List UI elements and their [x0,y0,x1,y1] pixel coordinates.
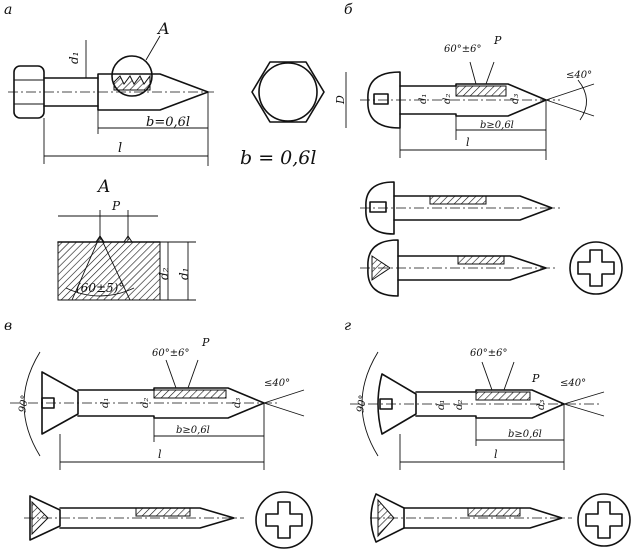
point-angle-label: ≤40° [264,378,290,389]
point-angle-lines [545,79,595,121]
l-dim-label: l [158,448,162,461]
thread-section [475,391,531,401]
cross-recess-icon [585,501,623,539]
chamfer-circle [258,62,318,122]
panel-v: в 90° 60°±6° P ≤40° d₁ d₂ d₃ b≥0,6l l [4,318,313,549]
hex-screw-side-view: A d₁ b=0,6l l [8,19,214,166]
pitch-label: P [493,34,502,47]
panel-a-label: а [4,2,12,18]
cross-recess-end-view [255,491,313,549]
round-head-screw-side: 60°±6° P ≤40° D d₁ d₂ d₃ b≥0,6l l [334,34,595,160]
d1-label: d₁ [418,94,429,104]
l-dim-label: l [466,136,470,149]
round-head-screw-variant [360,181,560,235]
d3-label: d₃ [232,398,243,408]
thread-section [113,74,151,91]
panel-b: б 60°±6° P ≤40° D d₁ d₂ d₃ b≥0,6l l [334,2,623,297]
leader-a [145,35,161,61]
thread-section [457,255,505,265]
hexagon [251,61,325,123]
thread-section [153,389,227,399]
slot [373,93,389,105]
thread-angle-label: 60°±6° [470,348,507,359]
d1-label: d₁ [67,52,81,65]
d3-label: d₃ [510,94,521,104]
pitch-label: P [531,372,540,385]
head-angle-label: 90° [17,394,31,413]
head-angle-label: 90° [355,394,369,413]
countersunk-head [29,495,61,541]
d1-label: d₁ [436,400,447,410]
raised-countersunk-screw-side: 90° 60°±6° P ≤40° d₁ d₂ d₃ b≥0,6l l [350,348,605,470]
panel-b-label: б [344,2,353,18]
thread-flanks [71,235,131,301]
countersunk-head [41,371,79,435]
countersunk-cross-recess-screw [24,491,313,549]
panel-g-label: г [344,318,351,334]
formula-b: b = 0,6l [240,147,316,169]
l-dim-label: l [494,448,498,461]
D-label: D [334,95,347,105]
thread-section [467,507,521,517]
b-dim-label: b≥0,6l [176,425,210,436]
point-angle-lines [263,389,305,417]
detail-title: A [96,177,110,197]
thread-angle-label: 60°±6° [152,348,189,359]
cross-recess-end-view [577,493,631,547]
slot [369,201,387,213]
raised-countersunk-cross-recess-screw [370,493,631,547]
pitch-label: P [111,199,121,213]
thread-angle-lines [481,361,515,391]
thread-section [135,507,191,517]
thread-section [455,85,507,97]
cross-recess-icon [577,249,615,287]
d1-label: d₁ [100,398,111,408]
panel-a: а A d₁ b=0,6l l [4,2,325,301]
hex-head-end-view [251,61,325,123]
panel-g: г 90° 60°±6° P ≤40° d₁ d₂ d₃ b≥0,6l l [344,318,631,547]
l-dim-label: l [118,141,122,156]
d2-label: d₂ [140,398,151,408]
d2-label: d₂ [454,400,465,410]
thread-angle-label: (60±5)° [76,281,124,295]
head-angle-arc [361,351,379,457]
d3-label: d₃ [536,400,547,410]
point-angle-label: ≤40° [566,70,592,81]
b-dim-label: b=0,6l [146,115,190,130]
round-head-cross-recess-screw [360,239,623,297]
raised-countersunk-head [370,493,405,543]
b-dim-label: b≥0,6l [480,120,514,131]
raised-countersunk-head [377,373,417,435]
detail-a: A P (60±5)° d₂ d₁ [57,177,196,301]
thread-angle-lines [165,359,199,389]
angle-arc [65,287,135,297]
point-angle-label: ≤40° [560,378,586,389]
head-angle-arc [23,351,41,457]
thread-section [429,195,487,205]
thread-angle-lines [469,61,495,85]
pitch-label: P [201,336,210,349]
countersunk-screw-side: 90° 60°±6° P ≤40° d₁ d₂ d₃ b≥0,6l l [10,336,305,470]
panel-v-label: в [4,318,12,334]
b-dim-label: b≥0,6l [508,429,542,440]
thread-angle-label: 60°±6° [444,44,481,55]
cross-recess-end-view [569,241,623,295]
view-mark-a: A [156,19,170,38]
d2-label: d₂ [442,94,453,104]
cross-recess-icon [265,501,303,539]
detail-circle-a [111,55,153,97]
d1-label: d₁ [177,268,191,281]
point-angle-lines [563,391,605,417]
d2-label: d₂ [157,267,171,280]
